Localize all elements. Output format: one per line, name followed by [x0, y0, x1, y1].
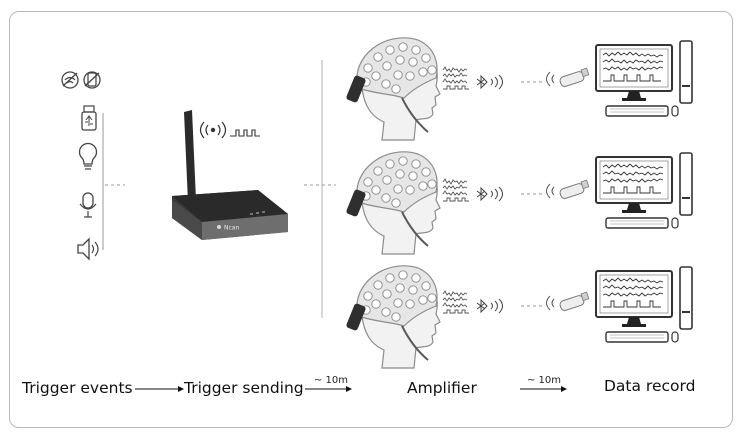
usb-dongle-icon-1 [546, 67, 590, 89]
channel-3 [344, 264, 693, 369]
distance-label-2: ~ 10m [527, 375, 562, 386]
eeg-headset-2 [344, 150, 441, 255]
usb-dongle-icon-2 [546, 179, 590, 201]
channel-1 [344, 36, 693, 141]
channel-2 [344, 150, 693, 255]
eeg-wave-icon-2 [442, 178, 470, 202]
usb-icon [81, 105, 97, 131]
usb-dongle-icon-3 [546, 291, 590, 313]
eeg-headset-1 [344, 36, 441, 141]
light-bulb-icon [78, 142, 98, 170]
broadcast-signal-icon [199, 121, 260, 139]
bluetooth-icon-1 [476, 74, 503, 90]
stage-trigger-events-label: Trigger events [22, 379, 133, 397]
stage-data-record-label: Data record [604, 377, 696, 395]
speaker-icon [77, 237, 99, 261]
eeg-wave-icon-1 [442, 66, 470, 90]
diagram-frame [9, 11, 733, 428]
eeg-headset-3 [344, 264, 441, 369]
device-brand-label: Ncan [224, 225, 239, 232]
trigger-box-device [172, 110, 288, 240]
flow-arrow-sending-to-amplifier [305, 386, 352, 392]
microphone-icon [79, 192, 97, 218]
bluetooth-icon-3 [476, 298, 503, 314]
flow-arrow-events-to-sending [135, 386, 184, 392]
distance-label-1: ~ 10m [314, 375, 349, 386]
computer-icon-3 [595, 266, 693, 343]
computer-icon-2 [595, 152, 693, 229]
flow-arrow-amplifier-to-record [520, 386, 567, 392]
stage-amplifier-label: Amplifier [407, 379, 477, 397]
no-wifi-phone-icon [61, 71, 101, 89]
computer-icon-1 [595, 40, 693, 117]
stage-trigger-sending-label: Trigger sending [184, 379, 304, 397]
bluetooth-icon-2 [476, 186, 503, 202]
eeg-wave-icon-3 [442, 290, 470, 314]
